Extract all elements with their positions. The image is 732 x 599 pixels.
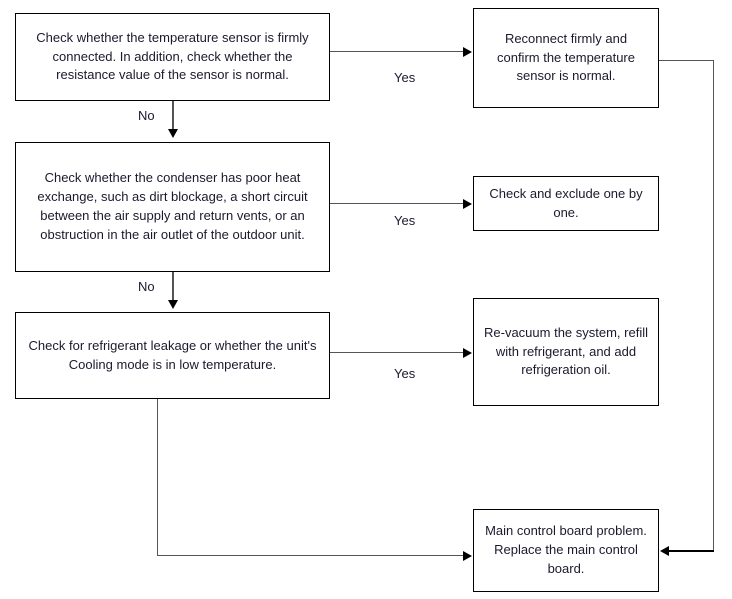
edge-condenser-to-exclude-line (330, 203, 464, 204)
node-check-refrigerant-label: Check for refrigerant leakage or whether… (28, 337, 317, 372)
edge-reconnect-to-mainboard-hline-bottom (669, 550, 714, 552)
edge-sensor-to-condenser-line (172, 101, 174, 131)
node-check-temperature-sensor-label: Check whether the temperature sensor is … (36, 29, 309, 83)
edge-label-yes-2: Yes (394, 213, 416, 228)
node-reconnect-sensor-label: Reconnect firmly and confirm the tempera… (496, 30, 635, 84)
edge-sensor-to-reconnect-line (330, 51, 464, 52)
node-reconnect-sensor[interactable]: Reconnect firmly and confirm the tempera… (473, 8, 659, 108)
edge-label-no-1: No (138, 108, 155, 123)
edge-refrigerant-to-mainboard-hline (157, 555, 464, 556)
edge-refrigerant-to-revacuum-arrow (463, 348, 472, 358)
node-check-refrigerant[interactable]: Check for refrigerant leakage or whether… (15, 312, 330, 399)
node-check-and-exclude-label: Check and exclude one by one. (489, 185, 643, 220)
node-main-control-board[interactable]: Main control board problem. Replace the … (473, 509, 659, 592)
edge-label-yes-1: Yes (394, 70, 416, 85)
edge-refrigerant-to-revacuum-line (330, 352, 464, 353)
node-check-temperature-sensor[interactable]: Check whether the temperature sensor is … (15, 13, 330, 101)
edge-condenser-to-refrigerant-line (172, 272, 174, 302)
node-main-control-board-label: Main control board problem. Replace the … (485, 523, 647, 576)
edge-sensor-to-reconnect-arrow (463, 47, 472, 57)
edge-reconnect-to-mainboard-vline (713, 60, 714, 550)
edge-refrigerant-to-mainboard-arrow (463, 551, 472, 561)
node-check-condenser[interactable]: Check whether the condenser has poor hea… (15, 142, 330, 272)
edge-reconnect-to-mainboard-hline-top (659, 60, 714, 61)
node-re-vacuum-system-label: Re-vacuum the system, refill with refrig… (484, 324, 648, 378)
node-re-vacuum-system[interactable]: Re-vacuum the system, refill with refrig… (473, 298, 659, 406)
edge-label-yes-3: Yes (394, 366, 416, 381)
edge-reconnect-to-mainboard-arrow (660, 546, 669, 556)
edge-condenser-to-refrigerant-arrow (168, 300, 178, 309)
node-check-and-exclude[interactable]: Check and exclude one by one. (473, 176, 659, 231)
edge-refrigerant-to-mainboard-vline (157, 399, 158, 556)
edge-sensor-to-condenser-arrow (168, 129, 178, 138)
edge-condenser-to-exclude-arrow (463, 199, 472, 209)
node-check-condenser-label: Check whether the condenser has poor hea… (37, 170, 308, 242)
edge-label-no-2: No (138, 279, 155, 294)
